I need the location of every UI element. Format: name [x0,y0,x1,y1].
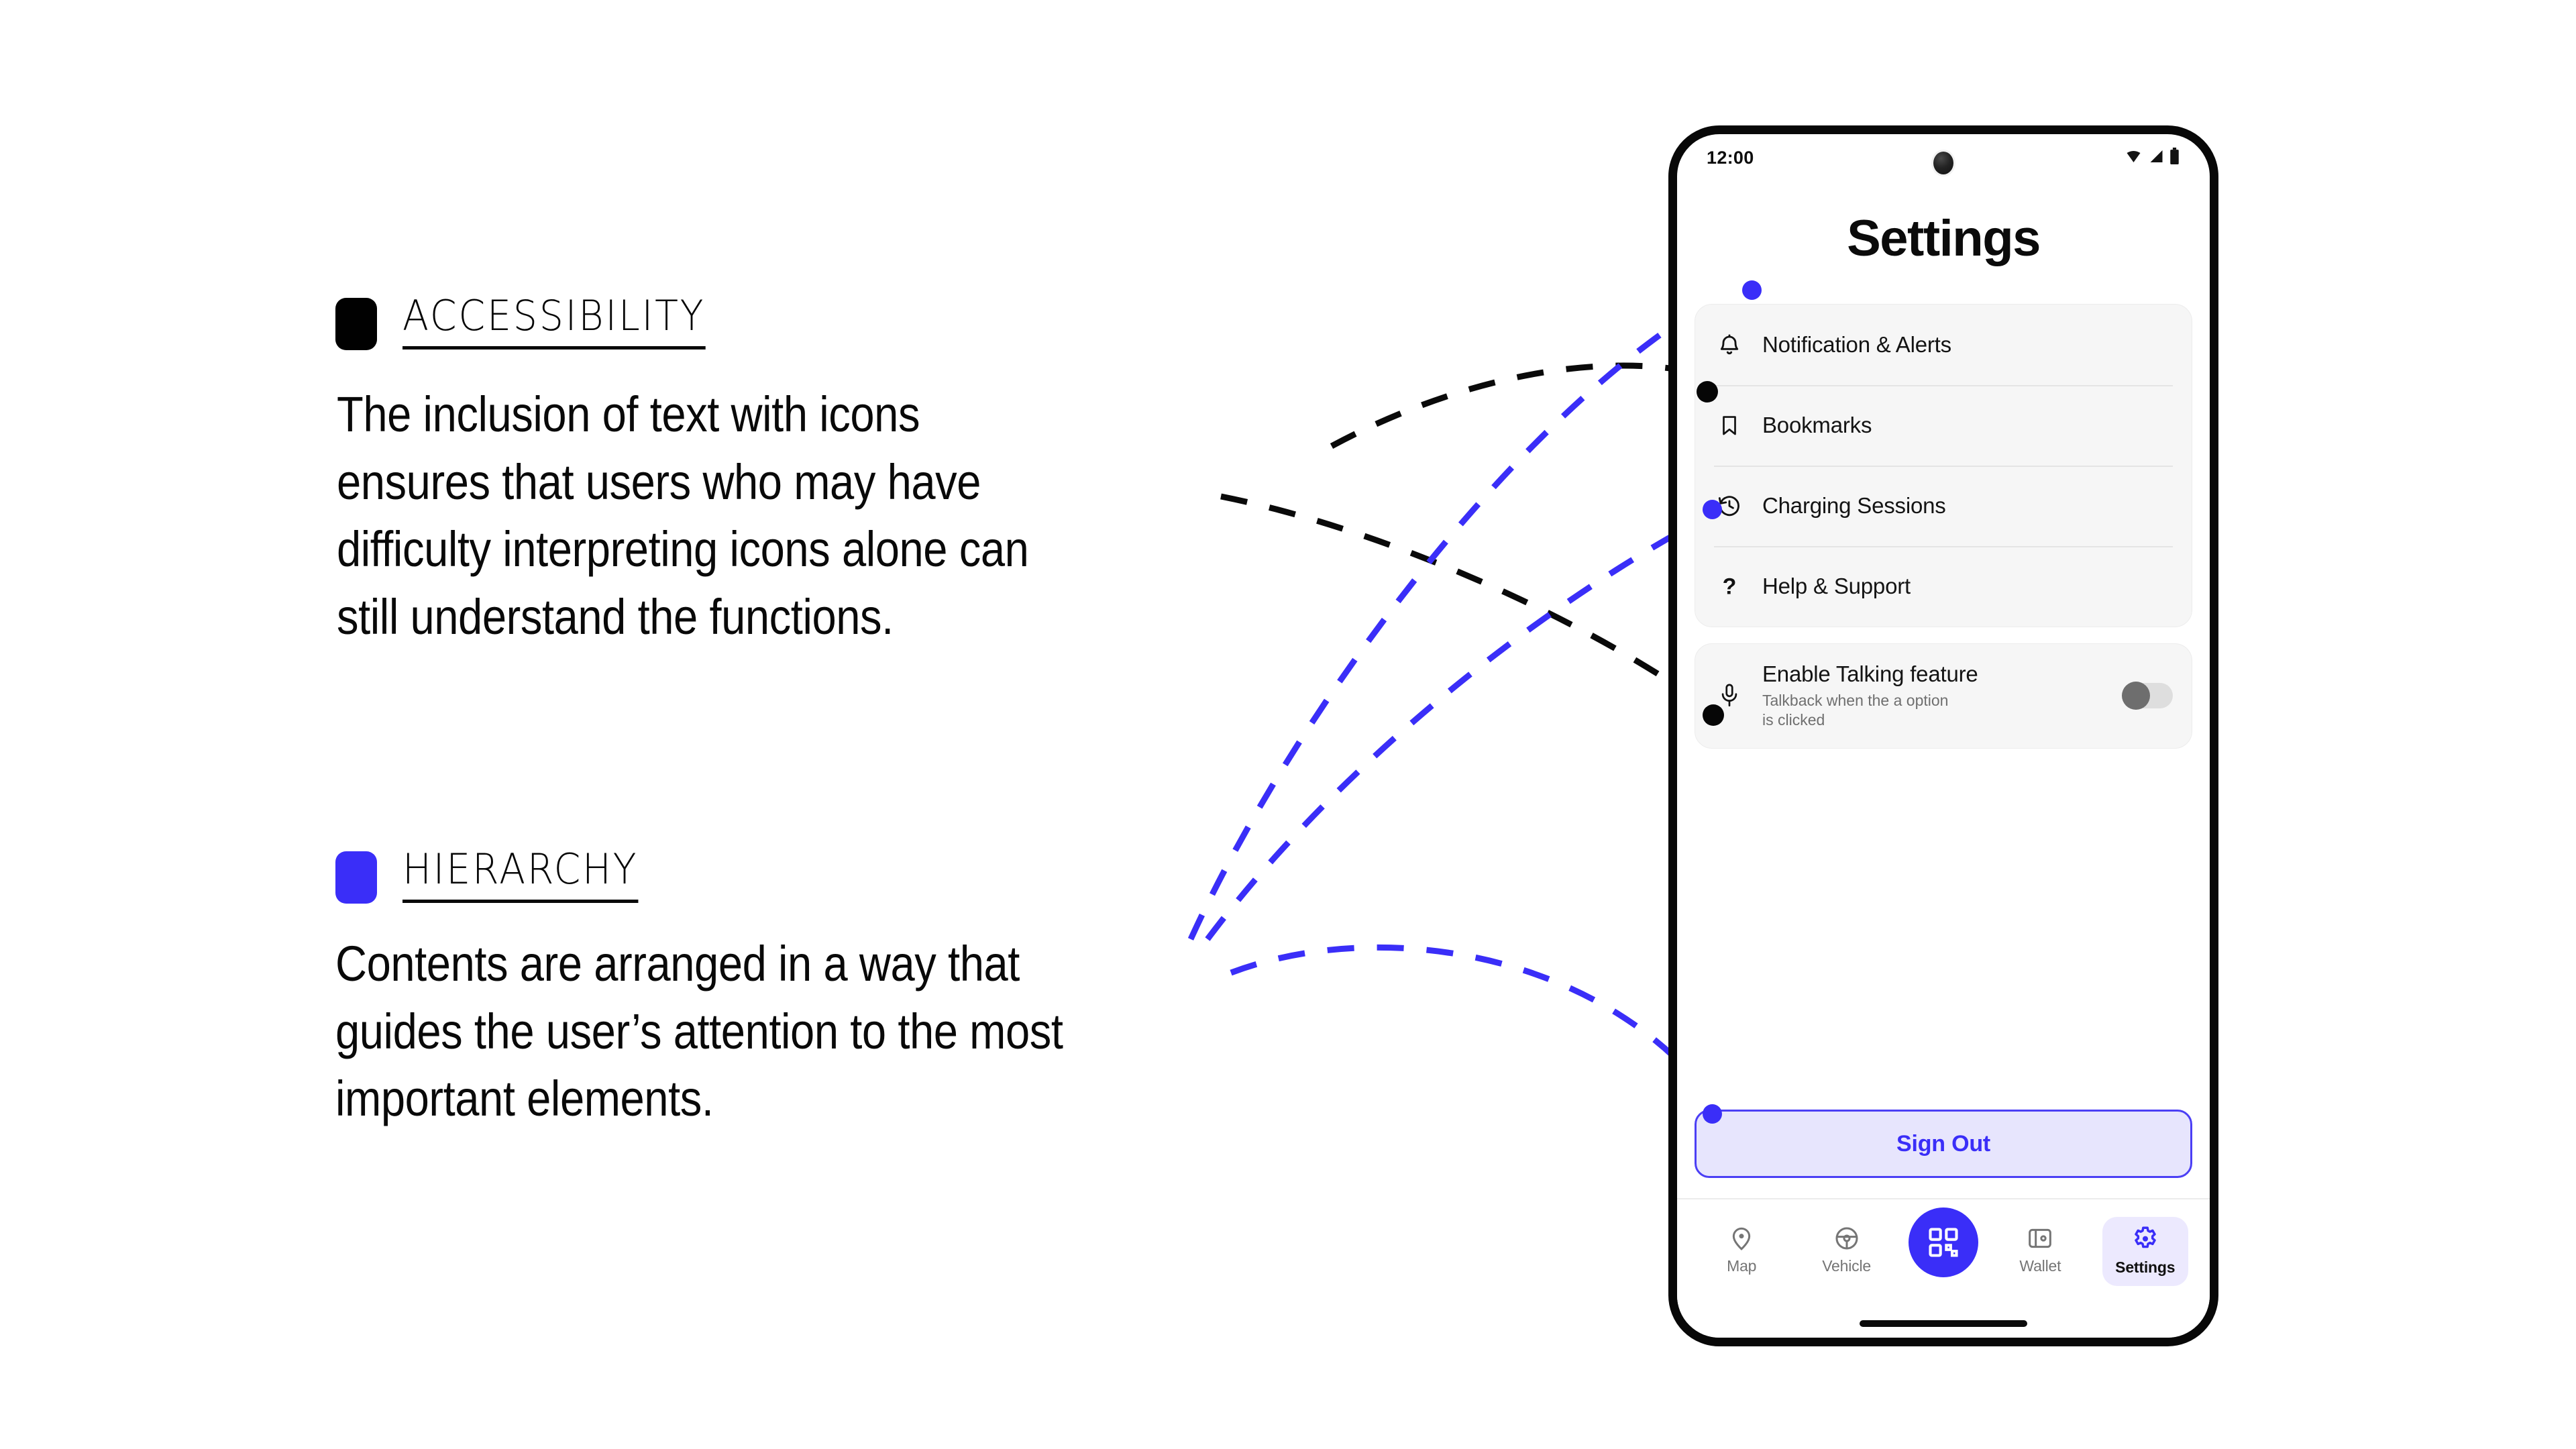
settings-row-label: Charging Sessions [1762,493,1946,518]
bottom-navigation-bar: Map Vehicle Wallet [1677,1198,2210,1338]
wifi-icon [2125,148,2143,168]
qr-scan-icon [1929,1228,1958,1257]
hierarchy-heading-row: HIERARCHY [335,849,1342,904]
steering-wheel-icon [1835,1227,1858,1250]
settings-row-label: Help & Support [1762,574,1911,598]
home-indicator [1860,1320,2027,1327]
bell-icon [1714,329,1745,360]
hierarchy-color-swatch [335,851,377,904]
accessibility-heading-row: ACCESSIBILITY [335,295,1342,350]
sign-out-button[interactable]: Sign Out [1695,1110,2192,1178]
signal-icon [2147,148,2164,168]
question-mark-icon: ? [1714,571,1745,602]
settings-row-label: Notification & Alerts [1762,332,1951,357]
nav-label: Map [1727,1257,1757,1275]
marker-talkback [1703,704,1724,726]
nav-label: Vehicle [1822,1257,1871,1275]
settings-row-charging-sessions[interactable]: Charging Sessions [1695,466,2192,546]
qr-scan-button[interactable] [1908,1208,1978,1277]
hierarchy-annotation: HIERARCHY Contents are arranged in a way… [335,849,1342,1133]
status-bar: 12:00 [1677,134,2210,181]
marker-sign-out [1703,1104,1722,1124]
marker-charging-sessions [1703,500,1722,519]
microphone-icon [1714,680,1745,711]
location-pin-icon [1733,1227,1751,1250]
settings-row-help-support[interactable]: ? Help & Support [1695,546,2192,627]
content-spacer [1677,749,2210,1110]
nav-item-settings[interactable]: Settings [2102,1217,2188,1286]
gear-icon [2135,1226,2156,1248]
marker-title [1742,280,1762,300]
nav-item-wallet[interactable]: Wallet [1997,1217,2083,1285]
wallet-icon [2029,1228,2052,1248]
talkback-title: Enable Talking feature [1762,661,1978,686]
talkback-subtitle: Talkback when the a option is clicked [1762,692,1949,729]
phone-mockup: 12:00 Settings [1668,125,2218,1346]
svg-text:?: ? [1723,574,1737,599]
nav-label: Wallet [2019,1257,2061,1275]
nav-label: Settings [2115,1258,2176,1276]
nav-item-vehicle[interactable]: Vehicle [1804,1217,1890,1285]
talkback-toggle[interactable] [2122,682,2173,710]
settings-row-notifications[interactable]: Notification & Alerts [1695,305,2192,385]
page-title: Settings [1847,210,2041,267]
accessibility-title: ACCESSIBILITY [402,295,706,350]
nav-item-map[interactable]: Map [1699,1217,1784,1285]
settings-row-bookmarks[interactable]: Bookmarks [1695,385,2192,466]
history-icon [1714,490,1745,521]
settings-list-card: Notification & Alerts Bookmarks Charging… [1695,304,2192,627]
front-camera-icon [1933,152,1953,174]
accessibility-body-text: The inclusion of text with icons ensures… [337,386,1029,645]
settings-row-label: Bookmarks [1762,413,1872,437]
bookmark-icon [1714,410,1745,441]
status-icons [2125,148,2180,168]
toggle-knob [2122,682,2150,710]
accessibility-color-swatch [335,298,377,350]
marker-notifications [1697,381,1718,402]
status-time: 12:00 [1707,147,1754,168]
accessibility-annotation: ACCESSIBILITY The inclusion of text with… [335,295,1342,651]
talkback-card[interactable]: Enable Talking feature Talkback when the… [1695,643,2192,749]
hierarchy-body-text: Contents are arranged in a way that guid… [335,936,1063,1127]
hierarchy-title: HIERARCHY [402,849,639,903]
battery-icon [2169,148,2180,168]
talkback-texts: Enable Talking feature Talkback when the… [1762,661,2104,731]
